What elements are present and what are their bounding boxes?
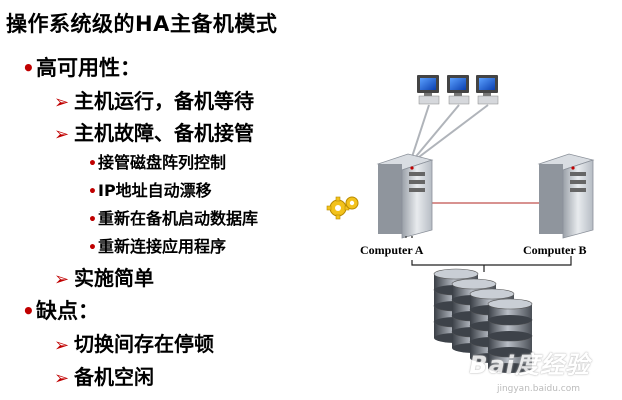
item-takeover-disk: 接管磁盘阵列控制	[98, 153, 227, 172]
arrow-bullet-icon: ➢	[54, 368, 70, 389]
page-title: 操作系统级的HA主备机模式	[6, 12, 278, 36]
network-links	[410, 104, 489, 161]
workstation-icon	[447, 75, 470, 105]
bullet-dot-icon: •	[88, 184, 97, 200]
workstation-icon	[417, 75, 440, 105]
list-item: ➢切换间存在停顿	[54, 328, 214, 357]
list-item: ➢备机空闲	[54, 361, 154, 390]
bullet-dot-icon: •	[22, 299, 35, 323]
list-item: •重新连接应用程序	[88, 233, 226, 257]
item-switch-downtime: 切换间存在停顿	[74, 332, 214, 356]
disk-array-icon	[433, 268, 533, 373]
item-standby-idle: 备机空闲	[74, 365, 154, 389]
item-ip-float: IP地址自动漂移	[98, 181, 212, 200]
item-restart-db: 重新在备机启动数据库	[98, 209, 259, 228]
watermark-url: jingyan.baidu.com	[496, 384, 580, 394]
gear-icon	[326, 196, 359, 220]
storage-bus	[411, 256, 572, 266]
arrow-bullet-icon: ➢	[54, 335, 70, 356]
server-b-icon	[537, 153, 595, 239]
list-item: •接管磁盘阵列控制	[88, 149, 226, 173]
watermark-logo: Bai度经验	[469, 351, 590, 379]
list-item: •重新在备机启动数据库	[88, 205, 258, 229]
item-availability: 高可用性：	[36, 56, 141, 80]
bullet-dot-icon: •	[88, 156, 97, 172]
list-item: •高可用性：	[22, 52, 141, 82]
arrow-bullet-icon: ➢	[54, 269, 70, 290]
arrow-bullet-icon: ➢	[54, 124, 70, 145]
bullet-dot-icon: •	[88, 212, 97, 228]
arrow-bullet-icon: ➢	[54, 92, 70, 113]
list-item: •缺点：	[22, 295, 99, 325]
ha-cluster-diagram: Computer A Computer B	[326, 75, 595, 373]
item-reconnect-app: 重新连接应用程序	[98, 237, 227, 256]
item-primary-running: 主机运行，备机等待	[74, 89, 254, 113]
list-item: ➢主机故障、备机接管	[54, 117, 254, 146]
item-primary-failure: 主机故障、备机接管	[74, 121, 254, 145]
computer-b-label: Computer B	[523, 243, 586, 257]
storage-links	[411, 236, 413, 238]
bullet-dot-icon: •	[88, 240, 97, 256]
list-item: •IP地址自动漂移	[88, 177, 212, 201]
list-item: ➢主机运行，备机等待	[54, 85, 254, 114]
outline-list: •高可用性： ➢主机运行，备机等待 ➢主机故障、备机接管 •接管磁盘阵列控制 •…	[22, 52, 258, 390]
item-drawbacks: 缺点：	[36, 299, 99, 323]
computer-a-label: Computer A	[360, 243, 424, 257]
bullet-dot-icon: •	[22, 56, 35, 80]
list-item: ➢实施简单	[54, 262, 154, 291]
workstation-icon	[476, 75, 499, 105]
item-simple-impl: 实施简单	[74, 266, 154, 290]
server-a-icon	[376, 153, 434, 239]
